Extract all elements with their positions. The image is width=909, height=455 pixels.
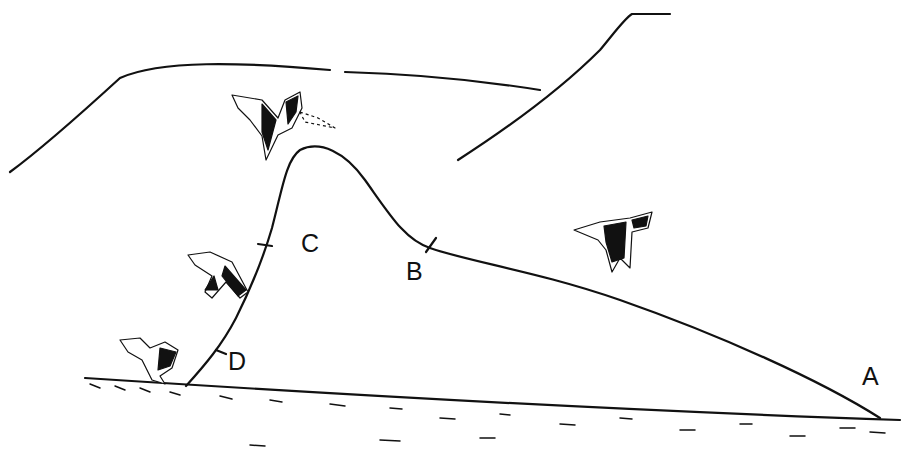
bird: [604, 216, 648, 262]
point-tick: [216, 350, 226, 354]
background-hill: [345, 72, 540, 90]
point-label: C: [301, 231, 319, 256]
background-hill: [10, 64, 330, 172]
bird: [205, 266, 246, 296]
dune-profile: [186, 147, 880, 418]
bird: [574, 212, 652, 272]
bird: [120, 338, 178, 384]
ground-line: [85, 378, 900, 420]
bird: [232, 92, 302, 160]
ground-hatching: [90, 384, 885, 446]
bird: [262, 96, 298, 150]
background-hill: [458, 14, 670, 160]
bird: [158, 348, 176, 370]
point-label: D: [228, 349, 246, 374]
point-label: B: [406, 259, 423, 284]
point-tick: [258, 244, 272, 246]
point-tick: [426, 238, 436, 252]
bird: [300, 112, 335, 128]
bird: [188, 252, 248, 298]
point-label: A: [862, 364, 879, 389]
